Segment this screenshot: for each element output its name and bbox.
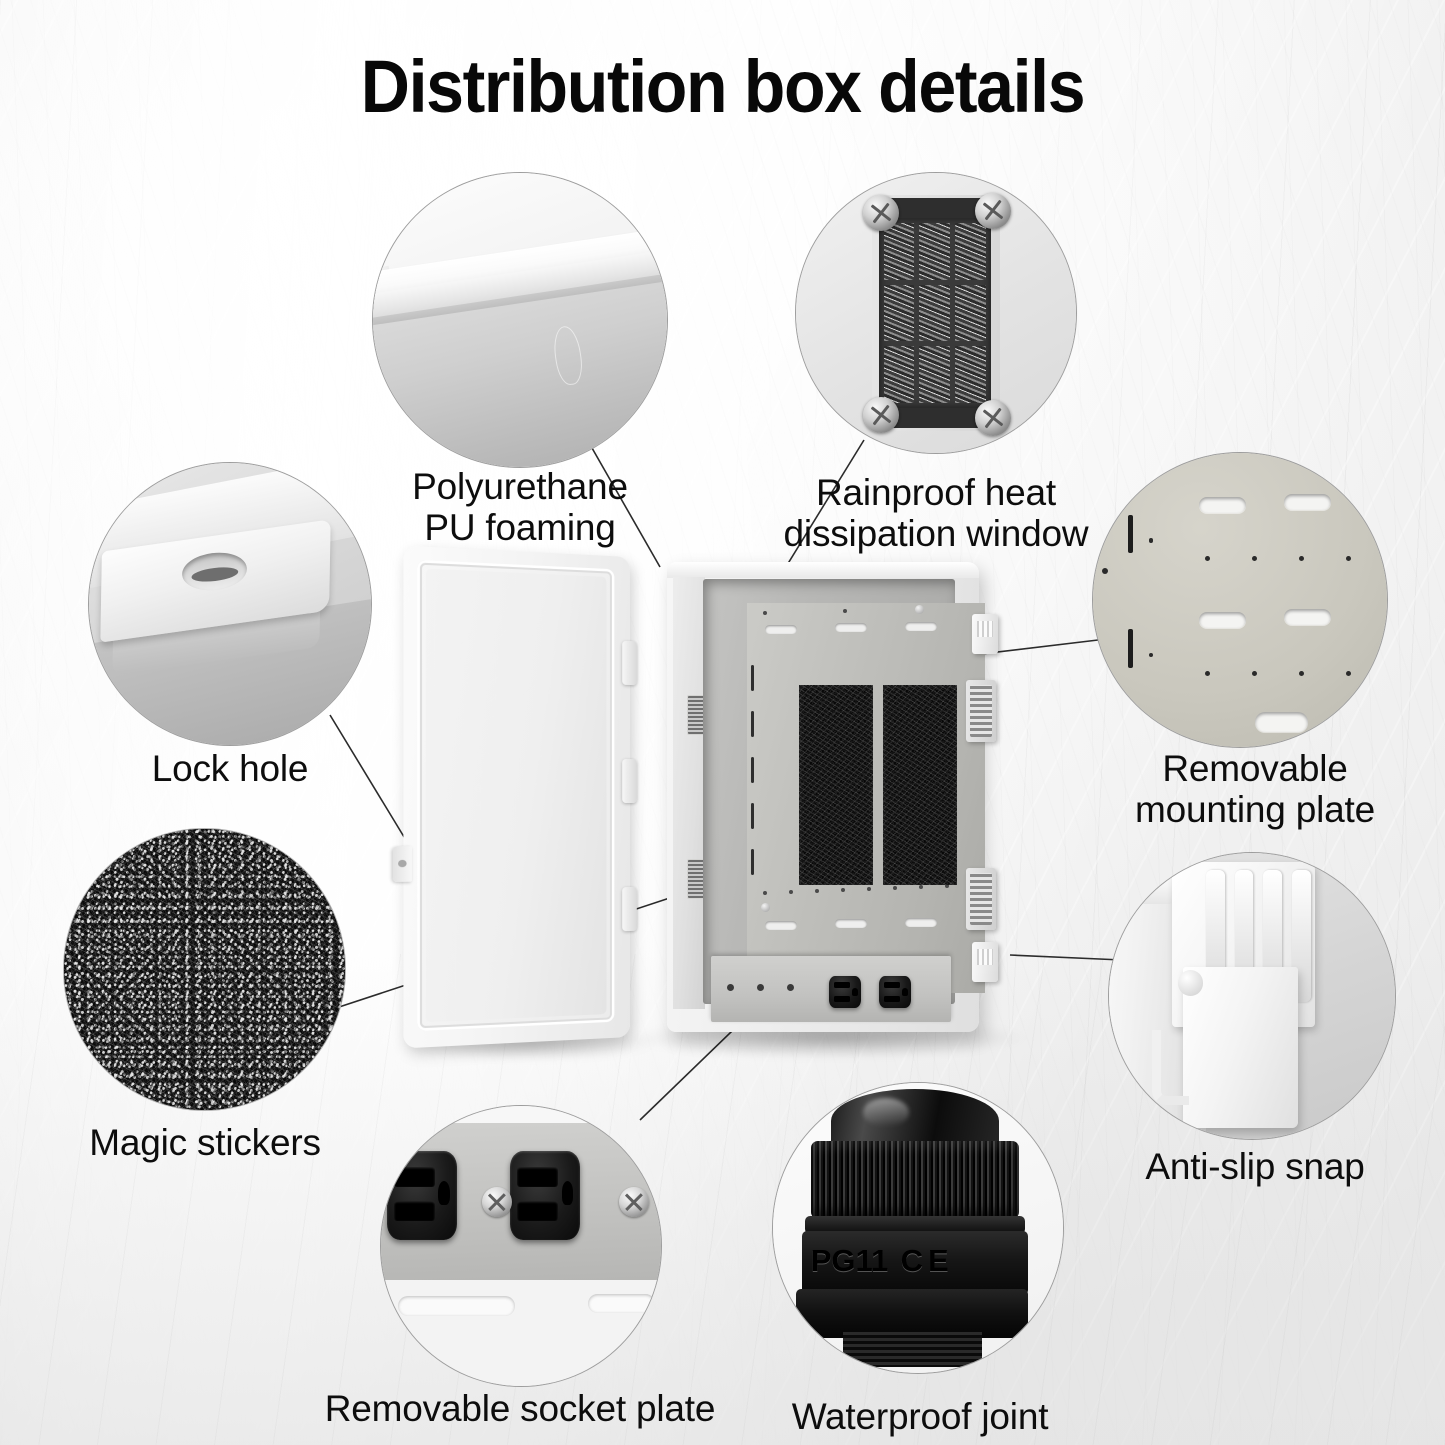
socket-screw-middle — [481, 1187, 512, 1218]
vent-screw-bottom-left — [863, 397, 900, 433]
outlet-left — [386, 1150, 457, 1241]
side-heat-grille-upper — [966, 680, 996, 742]
enclosure-interior — [703, 579, 985, 1004]
outlet-right — [509, 1150, 580, 1241]
side-snap-bottom — [972, 942, 998, 982]
plate-slot-5 — [835, 919, 867, 928]
plate-slot-6 — [905, 918, 937, 927]
plate-hole-4 — [841, 888, 845, 892]
plate-slot-3 — [905, 622, 937, 631]
plate-slot-2 — [835, 623, 867, 632]
callout-label-magic-stickers: Magic stickers — [89, 1122, 321, 1163]
page-title: Distribution box details — [360, 45, 1086, 128]
plate-slot-4 — [765, 921, 797, 930]
plate-hole-2 — [789, 890, 793, 894]
plate-hole-1 — [763, 891, 767, 895]
door-hinge-bottom — [622, 886, 637, 932]
cable-gland-ce-marking: CE — [900, 1242, 954, 1278]
detail-circle-socket-plate — [380, 1105, 662, 1387]
shelf-outlet-left — [829, 976, 861, 1008]
plate-bar-4 — [751, 803, 754, 829]
interior-mounting-plate — [747, 603, 985, 993]
plate-hole-7 — [919, 885, 923, 889]
enclosure-body — [667, 562, 998, 1032]
velcro-strip-right — [883, 685, 957, 885]
shelf-outlet-right — [879, 976, 911, 1008]
product-photo-distribution-box — [392, 545, 1025, 1068]
detail-circle-mounting-plate — [1092, 452, 1388, 748]
cable-gland-size-marking: PG11 — [810, 1242, 889, 1278]
body-top-rim — [667, 562, 979, 578]
door-hinge-top — [622, 640, 637, 686]
detail-circle-magic-stickers — [63, 828, 346, 1111]
detail-circle-pu-foaming — [372, 172, 668, 468]
plate-hole-9 — [763, 611, 767, 615]
velcro-strip-left — [799, 685, 873, 885]
plate-bar-1 — [751, 665, 754, 691]
shelf-knockout-2 — [757, 984, 764, 991]
door-pane — [425, 568, 607, 1023]
vent-screw-top-right — [975, 192, 1012, 229]
door-lock-tab — [392, 846, 412, 883]
side-heat-grille-lower — [966, 868, 996, 930]
socket-screw-right — [619, 1187, 649, 1218]
detail-circle-lock-hole — [88, 462, 372, 746]
callout-label-mounting-plate: Removable mounting plate — [1135, 748, 1375, 831]
plate-bar-5 — [751, 849, 754, 875]
removable-socket-shelf — [711, 956, 951, 1022]
callout-label-socket-plate: Removable socket plate — [324, 1388, 716, 1429]
plate-hole-6 — [893, 886, 897, 890]
detail-circle-anti-slip-snap — [1108, 852, 1396, 1140]
detail-circle-waterproof-joint: PG11 CE — [772, 1082, 1064, 1374]
callout-label-rainproof-vent: Rainproof heat dissipation window — [783, 472, 1089, 555]
interior-left-wall — [673, 577, 707, 1009]
plate-hole-10 — [843, 609, 847, 613]
enclosure-door — [392, 545, 637, 1049]
callout-label-pu-foaming: Polyurethane PU foaming — [412, 466, 628, 549]
plate-hole-5 — [867, 887, 871, 891]
callout-label-anti-slip-snap: Anti-slip snap — [1145, 1146, 1365, 1187]
callout-label-lock-hole: Lock hole — [151, 748, 309, 789]
door-hinge-middle — [622, 758, 637, 804]
detail-circle-rainproof-vent — [795, 172, 1077, 454]
vent-screw-bottom-right — [975, 399, 1012, 436]
plate-screw-top — [915, 605, 924, 614]
shelf-knockout-3 — [787, 984, 794, 991]
plate-slot-1 — [765, 625, 797, 634]
callout-label-waterproof-joint: Waterproof joint — [791, 1396, 1049, 1437]
plate-bar-3 — [751, 757, 754, 783]
plate-hole-8 — [945, 884, 949, 888]
plate-bar-2 — [751, 711, 754, 737]
door-inner-frame — [417, 559, 615, 1032]
plate-hole-3 — [815, 889, 819, 893]
plate-screw-bottom — [761, 903, 770, 912]
shelf-knockout-1 — [727, 984, 734, 991]
side-snap-top — [972, 614, 998, 654]
vent-screw-top-left — [863, 195, 900, 232]
